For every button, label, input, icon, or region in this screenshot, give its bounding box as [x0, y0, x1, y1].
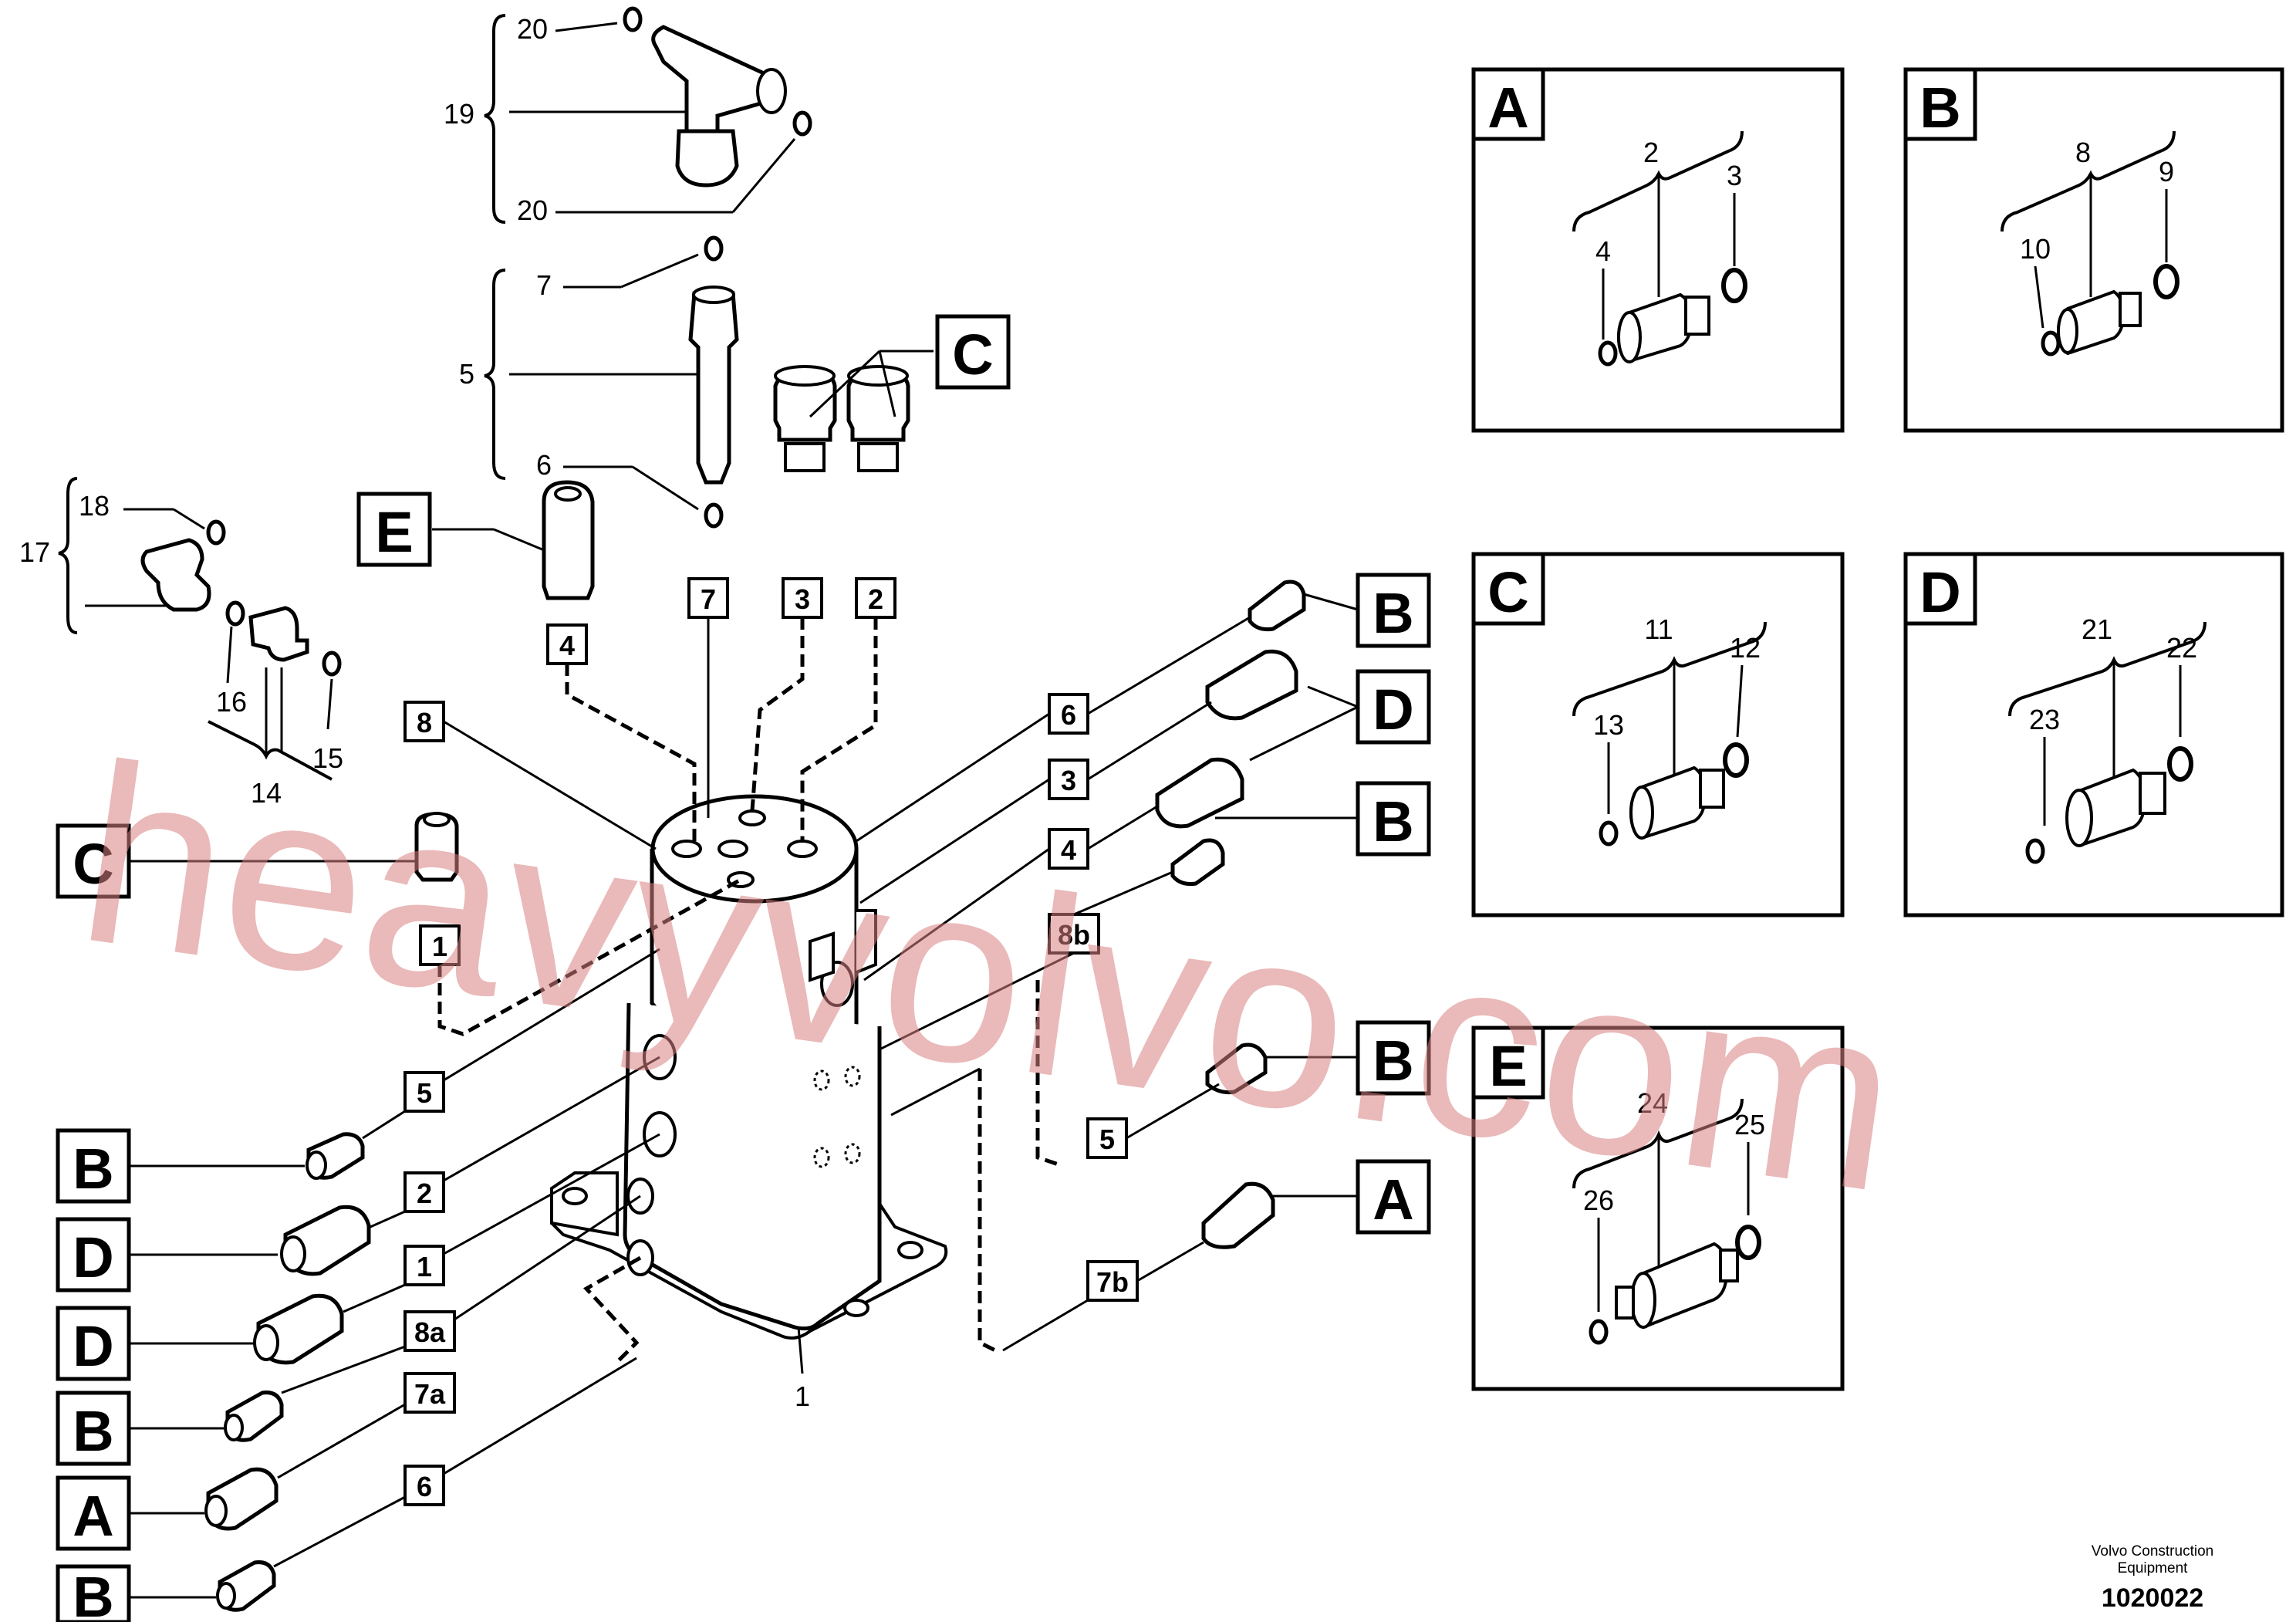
- callout-26: 26: [1583, 1184, 1614, 1216]
- callout-21: 21: [2082, 613, 2112, 645]
- callout-14: 14: [251, 777, 282, 809]
- tee-fitting-group: 19 20 20: [444, 8, 810, 226]
- detail-letter-a: A: [1487, 76, 1528, 140]
- port-tag-left-2: 2: [417, 1178, 432, 1209]
- port-tag-3: 3: [795, 583, 810, 615]
- callout-3: 3: [1727, 160, 1742, 191]
- callout-6-top: 6: [536, 449, 552, 481]
- callout-17: 17: [19, 536, 50, 568]
- callout-5-top: 5: [459, 358, 474, 390]
- company-name: Volvo Construction Equipment: [2037, 1543, 2268, 1577]
- c-fittings-pair: C: [773, 314, 1011, 472]
- detail-box-d: D 21 22 23: [1903, 552, 2284, 917]
- detail-letter-e: E: [1489, 1034, 1527, 1098]
- detail-box-c: C 11 12 13: [1471, 552, 1845, 917]
- port-tag-right-5: 5: [1099, 1124, 1115, 1155]
- callout-12: 12: [1730, 632, 1761, 664]
- left-c-fitting: C: [56, 812, 459, 899]
- callout-10: 10: [2020, 233, 2051, 265]
- callout-13: 13: [1593, 709, 1624, 741]
- letter-c-left: C: [73, 832, 113, 896]
- callout-20-top: 20: [517, 13, 548, 45]
- port-tag-right-8b: 8b: [1058, 919, 1090, 951]
- adapter-fitting-group: 16 15 14: [208, 603, 343, 809]
- callout-19: 19: [444, 98, 474, 130]
- fitting-b: [2056, 289, 2142, 356]
- drawing-number: 1020022: [2101, 1583, 2204, 1613]
- e-fitting-group: E: [356, 480, 595, 600]
- port-tag-left-5: 5: [417, 1077, 432, 1109]
- port-tag-1: 1: [432, 931, 447, 962]
- port-tag-7: 7: [701, 583, 716, 615]
- callout-24: 24: [1637, 1087, 1668, 1119]
- callout-11: 11: [1644, 613, 1673, 645]
- callout-22: 22: [2166, 632, 2197, 664]
- letter-b-right-2: B: [1373, 789, 1413, 853]
- detail-box-b: B 8 9 10: [1903, 67, 2284, 433]
- callout-20-bottom: 20: [517, 194, 548, 226]
- port-tag-right-4: 4: [1061, 834, 1076, 866]
- port-tag-left-6: 6: [417, 1471, 432, 1502]
- fitting-d: [2065, 768, 2166, 848]
- callout-7-top: 7: [536, 269, 552, 301]
- port-tag-left-7a: 7a: [414, 1378, 446, 1410]
- callout-2: 2: [1643, 137, 1659, 168]
- letter-a-right: A: [1373, 1168, 1413, 1232]
- company-line-1: Volvo Construction: [2091, 1543, 2214, 1559]
- letter-d-left-1: D: [73, 1225, 113, 1289]
- pipe-fitting-group: 5 7 6: [459, 238, 739, 526]
- fitting-e: [1615, 1242, 1739, 1330]
- letter-d-left-2: D: [73, 1314, 113, 1378]
- callout-9: 9: [2159, 156, 2174, 188]
- swivel-joint-body: [550, 794, 948, 1340]
- port-tag-8: 8: [417, 707, 432, 738]
- fitting-c: [1629, 765, 1725, 840]
- detail-letter-d: D: [1920, 560, 1960, 624]
- port-tag-4: 4: [559, 630, 575, 661]
- callout-23: 23: [2029, 704, 2060, 735]
- letter-e-left: E: [375, 500, 413, 564]
- letter-b-right-3: B: [1373, 1029, 1413, 1093]
- callout-4: 4: [1595, 235, 1611, 267]
- letter-a-left: A: [73, 1484, 113, 1548]
- detail-box-a: A 2 3 4: [1471, 67, 1845, 433]
- detail-box-e: E 24 25 26: [1471, 1026, 1845, 1391]
- letter-b-left-1: B: [73, 1137, 113, 1201]
- letter-b-right-1: B: [1373, 581, 1413, 645]
- letter-d-right: D: [1373, 678, 1413, 742]
- port-tag-right-7b: 7b: [1096, 1266, 1129, 1298]
- detail-letter-b: B: [1920, 76, 1960, 140]
- port-tag-right-6: 6: [1061, 699, 1076, 731]
- letter-b-left-2: B: [73, 1399, 113, 1463]
- left-side-callouts: B 5 D 2 D 1 B 8a A: [56, 948, 660, 1622]
- letter-c-top: C: [952, 323, 993, 387]
- port-tag-2: 2: [868, 583, 883, 615]
- top-port-tags: 7 3 2 4 8 1: [403, 577, 896, 1036]
- detail-letter-c: C: [1487, 560, 1528, 624]
- port-tag-left-8a: 8a: [414, 1316, 446, 1348]
- callout-15: 15: [312, 742, 343, 774]
- callout-18: 18: [79, 490, 110, 522]
- elbow-fitting-group: 17 18: [19, 477, 224, 634]
- right-side-callouts: B D B 6 3 4 8b B 5: [856, 573, 1431, 1353]
- fitting-a: [1616, 292, 1710, 363]
- letter-b-left-3: B: [73, 1565, 113, 1622]
- port-tag-right-3: 3: [1061, 765, 1076, 796]
- callout-1-body: 1: [795, 1380, 810, 1412]
- callout-8: 8: [2075, 137, 2091, 168]
- port-tag-left-1: 1: [417, 1251, 432, 1282]
- callout-16: 16: [216, 686, 247, 718]
- callout-25: 25: [1734, 1109, 1765, 1140]
- company-line-2: Equipment: [2117, 1560, 2188, 1576]
